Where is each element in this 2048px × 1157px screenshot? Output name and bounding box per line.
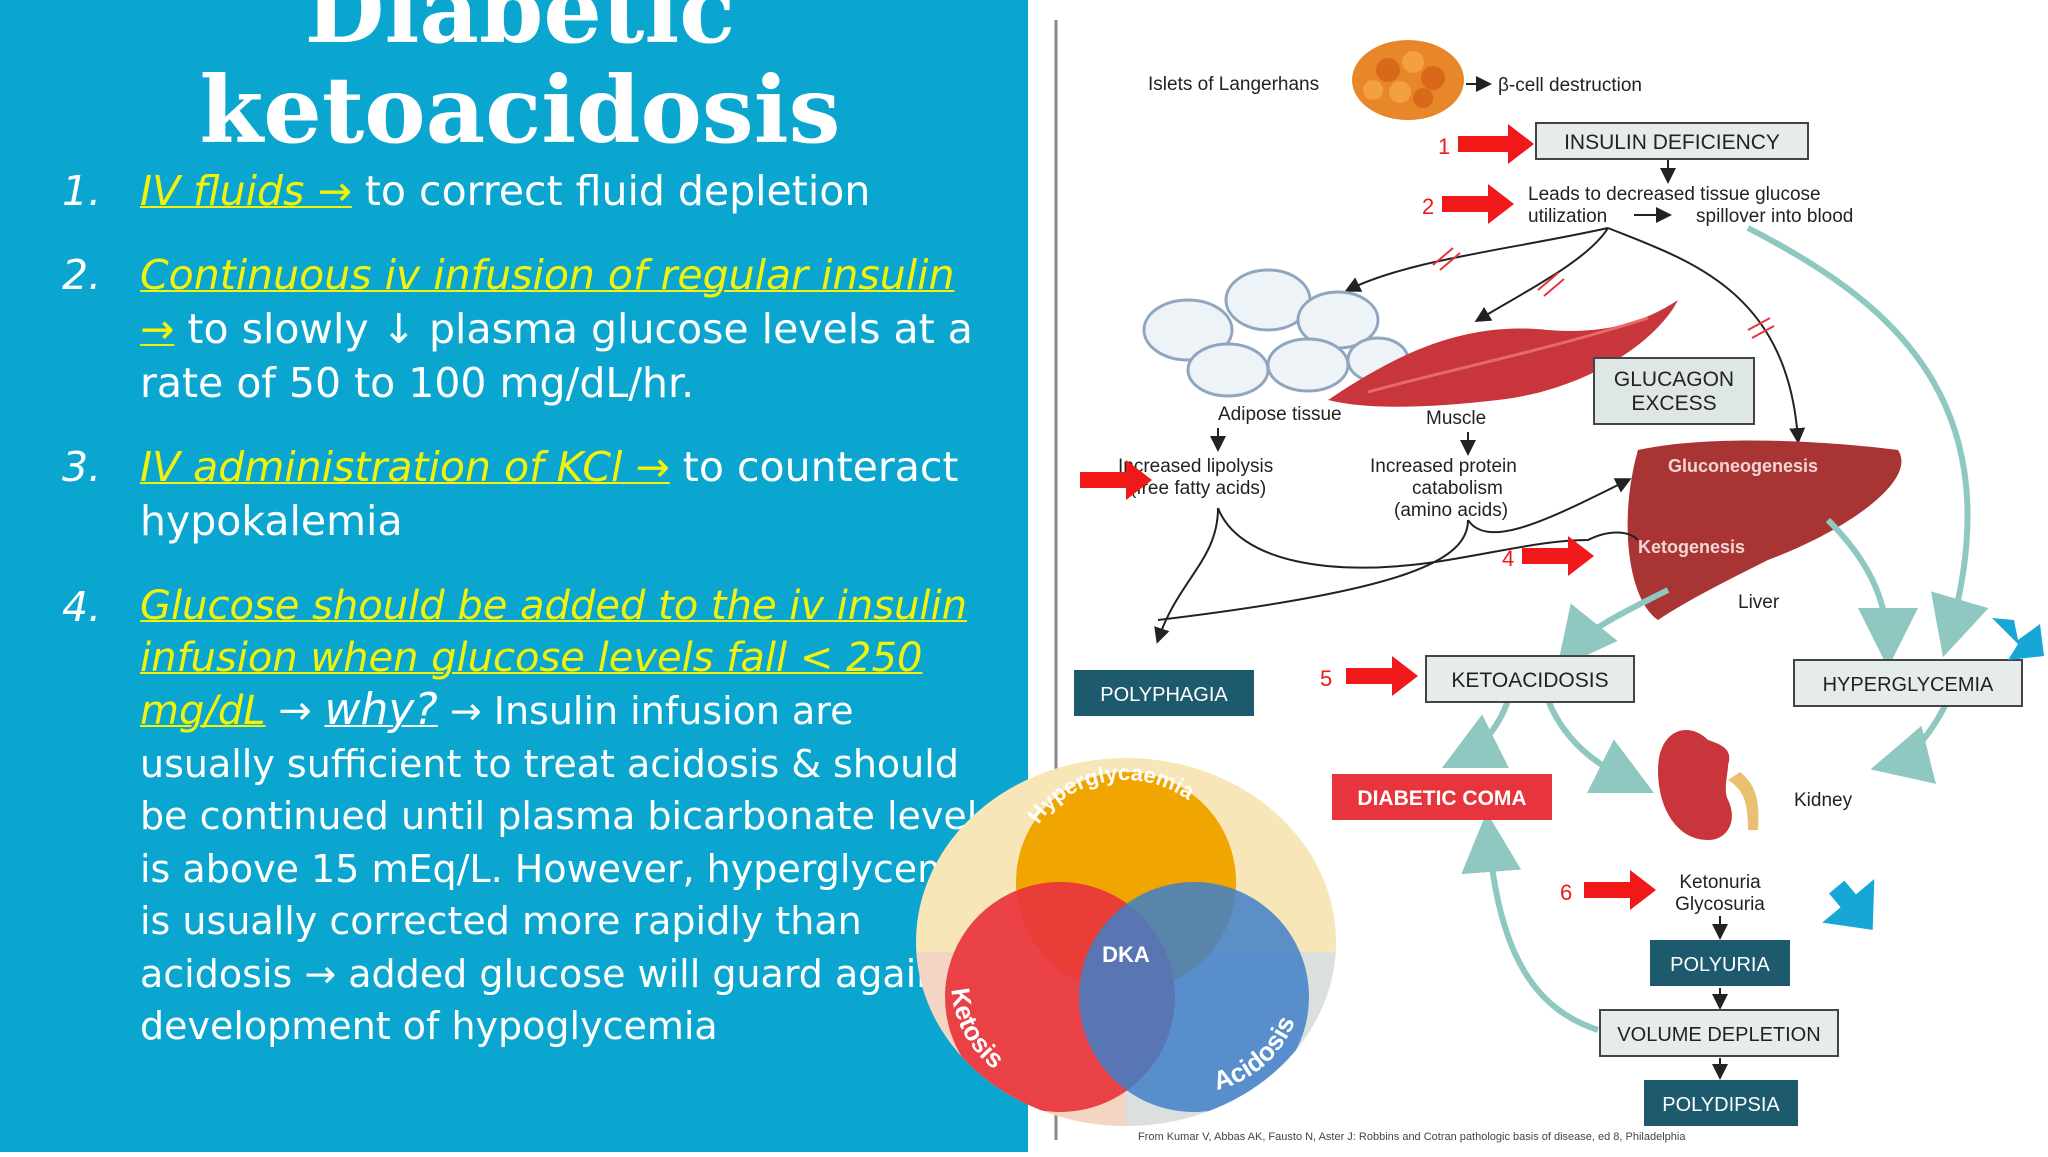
kidney-illustration — [1658, 730, 1732, 840]
pathophysiology-diagram: Islets of Langerhans β-cell destruction … — [1012, 20, 2044, 1143]
diabetic-coma-box — [1332, 774, 1552, 820]
item-number: 4. — [62, 583, 102, 631]
source-credit: From Kumar V, Abbas AK, Fausto N, Aster … — [1138, 1131, 1686, 1143]
item-number: 3. — [62, 443, 102, 491]
polyuria-label: POLYURIA — [1670, 954, 1770, 976]
venn-diagram: Hyperglycaemia Ketosis Acidosis DKA — [916, 758, 1336, 1126]
text-panel: Diabetic ketoacidosis 1. IV fluids → to … — [0, 0, 1028, 1152]
red-arrows — [1080, 124, 1656, 910]
volume-depletion-box — [1599, 1009, 1839, 1057]
islets-illustration — [1352, 40, 1464, 120]
slide-title: Diabetic ketoacidosis — [0, 0, 1028, 160]
protein-label-3: (amino acids) — [1394, 500, 1508, 521]
polyuria-box — [1650, 940, 1790, 986]
title-line-2: ketoacidosis — [199, 56, 841, 164]
ketoacidosis-box — [1425, 655, 1635, 703]
insulin-deficiency-label: INSULIN DEFICIENCY — [1564, 131, 1780, 154]
item-highlight: Continuous iv infusion of regular insuli… — [140, 251, 955, 353]
lipolysis-label-2: (free fatty acids) — [1130, 478, 1266, 499]
diagram-panel: Islets of Langerhans β-cell destruction … — [1012, 0, 2048, 1152]
adipose-label: Adipose tissue — [1218, 404, 1342, 425]
glucagon-box — [1593, 357, 1755, 425]
muscle-label: Muscle — [1426, 408, 1486, 429]
liver-illustration — [1627, 440, 1902, 620]
beta-label: β-cell destruction — [1498, 75, 1642, 96]
spillover-label: spillover into blood — [1696, 206, 1853, 227]
item-highlight: IV administration of KCl → — [140, 443, 670, 491]
leads-label: Leads to decreased tissue glucose — [1528, 184, 1821, 205]
liver-label: Liver — [1738, 592, 1780, 613]
hyperglycemia-label: HYPERGLYCEMIA — [1823, 674, 1994, 696]
ketonuria-label: Ketonuria — [1679, 872, 1761, 893]
item-number: 1. — [62, 167, 102, 215]
marker-6: 6 — [1560, 880, 1572, 905]
volume-depletion-label: VOLUME DEPLETION — [1617, 1024, 1820, 1046]
protein-label: Increased protein — [1370, 456, 1517, 477]
ketogenesis-label: Ketogenesis — [1638, 537, 1745, 557]
insulin-deficiency-box — [1535, 122, 1809, 160]
item-highlight: Glucose should be added to the iv insuli… — [140, 583, 968, 734]
glycosuria-label: Glycosuria — [1675, 894, 1765, 915]
item-number: 2. — [62, 251, 102, 299]
adipose-illustration — [1142, 268, 1410, 398]
diabetic-coma-label: DIABETIC COMA — [1357, 787, 1526, 810]
blue-arrow — [1992, 618, 2044, 660]
venn-circle-right — [1079, 882, 1309, 1112]
item-text: to correct fluid depletion — [351, 167, 871, 215]
item-text: → Insulin infusion are usually sufficien… — [140, 689, 989, 1048]
item-arrow: → — [265, 688, 325, 734]
item-text: to counteract hypokalemia — [140, 443, 959, 545]
polydipsia-label: POLYDIPSIA — [1662, 1094, 1780, 1116]
marker-5: 5 — [1320, 666, 1332, 691]
lipolysis-label: Increased lipolysis — [1118, 456, 1273, 477]
polydipsia-box — [1644, 1080, 1798, 1126]
glucagon-label-2: EXCESS — [1631, 392, 1716, 415]
marker-1: 1 — [1438, 134, 1450, 159]
ketoacidosis-label: KETOACIDOSIS — [1451, 669, 1608, 692]
title-line-1: Diabetic — [304, 0, 736, 64]
leads-label-2: utilization — [1528, 206, 1607, 227]
item-text: to slowly ↓ plasma glucose levels at a r… — [140, 305, 973, 407]
why-text: why? — [324, 684, 438, 735]
protein-label-2: catabolism — [1412, 478, 1503, 499]
item-highlight: IV fluids → — [140, 167, 352, 215]
marker-2: 2 — [1422, 194, 1434, 219]
islets-label: Islets of Langerhans — [1148, 74, 1319, 95]
polyphagia-label: POLYPHAGIA — [1100, 684, 1228, 706]
blue-arrow-2 — [1822, 878, 1875, 930]
marker-4: 4 — [1502, 546, 1514, 571]
kidney-label: Kidney — [1794, 790, 1853, 811]
polyphagia-box — [1074, 670, 1254, 716]
muscle-illustration — [1328, 300, 1678, 407]
venn-center-label: DKA — [1102, 942, 1150, 967]
gluconeogenesis-label: Gluconeogenesis — [1668, 456, 1818, 476]
glucagon-label: GLUCAGON — [1614, 368, 1734, 391]
hyperglycemia-box — [1793, 659, 2023, 707]
